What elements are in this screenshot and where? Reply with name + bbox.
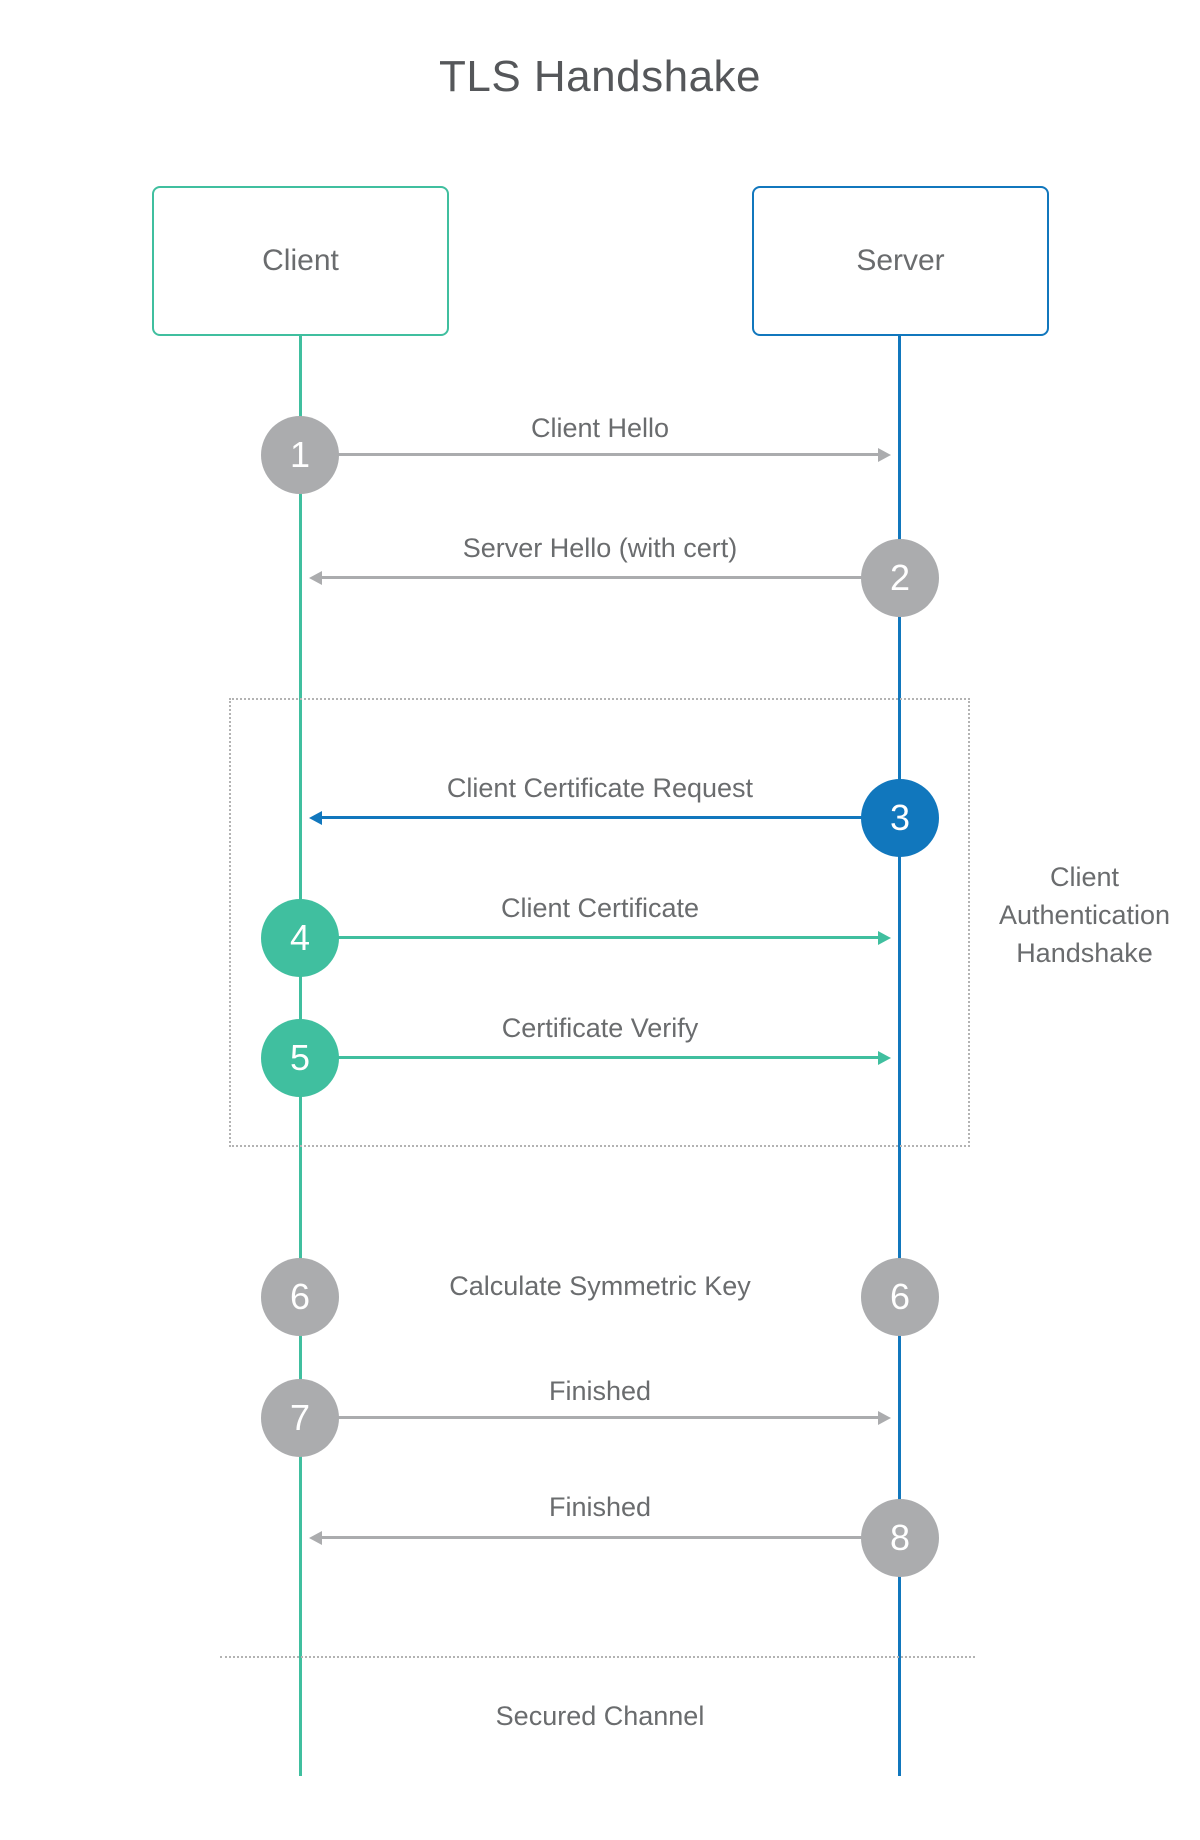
step-circle-6-server: 6 <box>861 1258 939 1336</box>
message-label-server-hello: Server Hello (with cert) <box>462 533 738 563</box>
step-number: 3 <box>889 797 911 838</box>
step-number: 7 <box>289 1397 311 1438</box>
client-auth-group-label: Client Authentication Handshake <box>998 862 1171 968</box>
client-actor-box: Client <box>152 186 449 336</box>
step-circle-4: 4 <box>261 899 339 977</box>
message-label-finished-client: Finished <box>548 1376 652 1406</box>
server-actor-box: Server <box>752 186 1049 336</box>
step-circle-1: 1 <box>261 416 339 494</box>
server-actor-label: Server <box>856 244 945 277</box>
secured-channel-divider <box>220 1656 975 1658</box>
arrow-left-icon <box>320 576 895 579</box>
step-circle-8: 8 <box>861 1499 939 1577</box>
arrow-right-icon <box>305 1416 880 1419</box>
message-label-calculate-symmetric-key: Calculate Symmetric Key <box>449 1271 751 1301</box>
client-auth-group-box <box>229 698 970 1147</box>
step-circle-7: 7 <box>261 1379 339 1457</box>
server-lifeline <box>898 336 901 1776</box>
arrow-right-icon <box>305 1056 880 1059</box>
step-circle-5: 5 <box>261 1019 339 1097</box>
step-number: 4 <box>289 917 311 958</box>
step-number: 5 <box>289 1037 311 1078</box>
client-actor-label: Client <box>262 244 339 277</box>
step-number: 2 <box>889 557 911 598</box>
step-number: 8 <box>889 1517 911 1558</box>
message-label-certificate-verify: Certificate Verify <box>501 1013 699 1043</box>
step-number: 1 <box>289 434 311 475</box>
message-label-client-certificate-request: Client Certificate Request <box>446 773 754 803</box>
diagram-title: TLS Handshake <box>438 52 762 101</box>
arrow-left-icon <box>320 1536 895 1539</box>
step-circle-3: 3 <box>861 779 939 857</box>
secured-channel-label: Secured Channel <box>495 1701 705 1731</box>
message-label-client-hello: Client Hello <box>530 413 670 443</box>
step-number: 6 <box>889 1276 911 1317</box>
step-number: 6 <box>289 1276 311 1317</box>
step-circle-2: 2 <box>861 539 939 617</box>
arrow-right-icon <box>305 936 880 939</box>
message-label-finished-server: Finished <box>548 1492 652 1522</box>
arrow-left-icon <box>320 816 895 819</box>
arrow-right-icon <box>305 453 880 456</box>
message-label-client-certificate: Client Certificate <box>500 893 700 923</box>
step-circle-6-client: 6 <box>261 1258 339 1336</box>
